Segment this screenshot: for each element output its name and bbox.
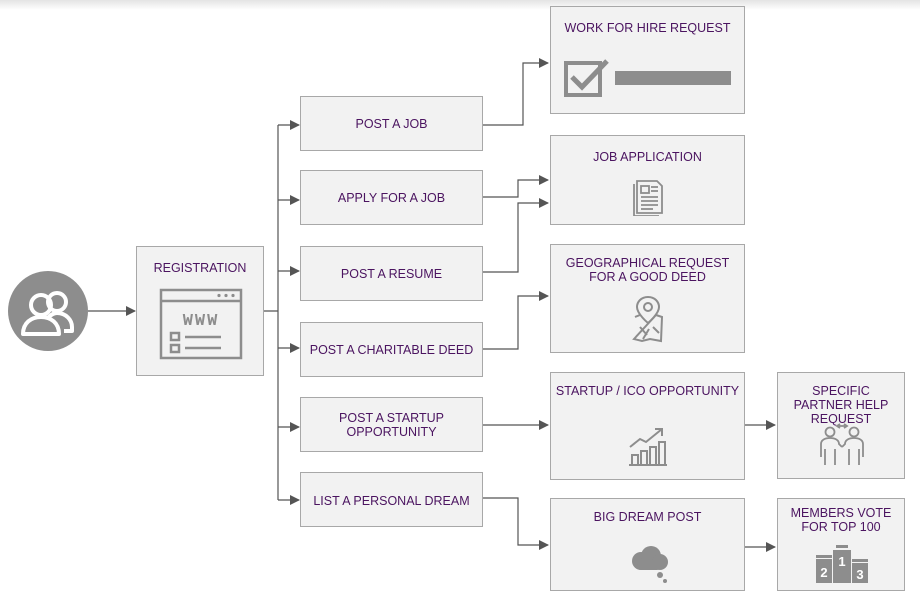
big-dream-post-title: BIG DREAM POST [593, 510, 702, 524]
map-pin-icon [632, 295, 664, 343]
arrow-resume-to-application [483, 198, 549, 273]
arrow-apply-to-application [483, 175, 549, 198]
post-a-charitable-deed-label: POST A CHARITABLE DEED [309, 342, 474, 357]
podium-first-place: 1 [838, 554, 845, 569]
job-application-title: JOB APPLICATION [593, 150, 702, 164]
post-a-resume-label: POST A RESUME [340, 266, 443, 281]
arrow-dream-to-big-dream [483, 497, 549, 550]
browser-window-icon: WWW [159, 288, 243, 360]
podium-second-place: 2 [820, 565, 827, 580]
apply-for-a-job-label: APPLY FOR A JOB [337, 190, 446, 205]
registration-box: REGISTRATION WWW [136, 246, 264, 376]
post-a-job-label: POST A JOB [355, 116, 428, 131]
apply-for-a-job-box: APPLY FOR A JOB [300, 170, 483, 225]
list-a-personal-dream-box: LIST A PERSONAL DREAM [300, 472, 483, 527]
post-a-job-box: POST A JOB [300, 96, 483, 151]
podium-third-place: 3 [856, 567, 863, 582]
branch-trunk [264, 125, 279, 500]
post-a-resume-box: POST A RESUME [300, 246, 483, 301]
handshake-people-icon [820, 423, 864, 465]
thought-cloud-icon [632, 546, 668, 583]
startup-ico-opportunity-title: STARTUP / ICO OPPORTUNITY [555, 384, 740, 398]
podium-icon: 1 2 3 [816, 545, 868, 583]
registration-title: REGISTRATION [153, 261, 247, 275]
growth-chart-icon [629, 428, 667, 466]
document-icon [633, 180, 663, 216]
specific-partner-help-request-box: SPECIFIC PARTNER HELP REQUEST [777, 372, 905, 479]
users-node [8, 271, 88, 351]
big-dream-post-box: BIG DREAM POST [550, 498, 745, 591]
top-shadow-bar [0, 0, 920, 10]
members-vote-top-100-title: MEMBERS VOTE FOR TOP 100 [790, 506, 892, 534]
geographical-request-title: GEOGRAPHICAL REQUEST FOR A GOOD DEED [565, 256, 730, 284]
arrow-deed-to-geo-request [483, 291, 549, 350]
list-a-personal-dream-label: LIST A PERSONAL DREAM [313, 494, 470, 508]
checkbox-icon [564, 59, 731, 97]
www-label: WWW [183, 312, 220, 331]
work-for-hire-request-title: WORK FOR HIRE REQUEST [564, 21, 731, 35]
post-a-startup-opportunity-box: POST A STARTUP OPPORTUNITY [300, 397, 483, 452]
startup-ico-opportunity-box: STARTUP / ICO OPPORTUNITY [550, 372, 745, 480]
members-vote-top-100-box: MEMBERS VOTE FOR TOP 100 1 2 3 [777, 498, 905, 591]
geographical-request-box: GEOGRAPHICAL REQUEST FOR A GOOD DEED [550, 244, 745, 353]
work-for-hire-request-box: WORK FOR HIRE REQUEST [550, 6, 745, 114]
arrow-job-to-hire-request [483, 58, 549, 126]
specific-partner-help-request-title: SPECIFIC PARTNER HELP REQUEST [793, 384, 889, 426]
post-a-charitable-deed-box: POST A CHARITABLE DEED [300, 322, 483, 377]
post-a-startup-opportunity-label: POST A STARTUP OPPORTUNITY [339, 410, 444, 439]
users-icon [21, 291, 74, 336]
job-application-box: JOB APPLICATION [550, 135, 745, 225]
